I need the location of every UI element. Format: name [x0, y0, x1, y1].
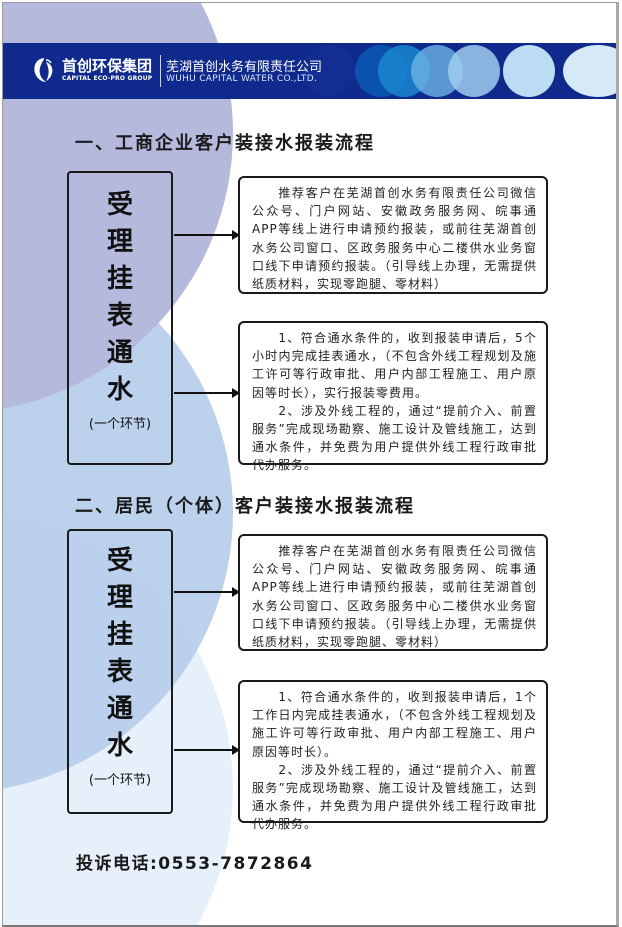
header-dot: [448, 45, 500, 97]
stage-char: 水: [106, 731, 133, 761]
stage-char: 受: [106, 546, 133, 576]
arrow-right-icon: [174, 587, 240, 597]
brand-name-en: CAPITAL ECO-PRO GROUP: [62, 75, 153, 82]
company-name-cn: 芜湖首创水务有限责任公司: [166, 60, 323, 75]
online-apply-text: 推荐客户在芜湖首创水务有限责任公司微信公众号、门户网站、安徽政务服务网、皖事通A…: [252, 544, 537, 650]
arrow-right-icon: [174, 230, 240, 240]
section-title-business: 一、工商企业客户装接水报装流程: [75, 133, 375, 154]
stage-char: 水: [106, 375, 133, 405]
online-apply-text: 推荐客户在芜湖首创水务有限责任公司微信公众号、门户网站、安徽政务服务网、皖事通A…: [252, 186, 537, 292]
stage-char: 理: [106, 583, 133, 613]
stage-char: 理: [106, 227, 133, 257]
arrow-right-icon: [174, 388, 240, 398]
complaint-phone: 投诉电话:0553-7872864: [76, 854, 314, 874]
stage-note: (一个环节): [88, 773, 152, 788]
stage-char: 通: [106, 338, 133, 368]
connection-rules-box-business: 1、符合通水条件的，收到报装申请后，5个小时内完成挂表通水，（不包含外线工程规划…: [238, 321, 548, 472]
header-dot: [503, 45, 555, 97]
section-title-resident: 二、居民（个体）客户装接水报装流程: [75, 496, 415, 517]
stage-box-resident: 受 理 挂 表 通 水 (一个环节): [67, 529, 173, 814]
stage-char: 受: [106, 190, 133, 220]
connection-rules-box-resident: 1、符合通水条件的，收到报装申请后，1个工作日内完成挂表通水，（不包含外线工程规…: [238, 680, 548, 831]
stage-note: (一个环节): [88, 417, 152, 432]
company-name-en: WUHU CAPITAL WATER CO.,LTD.: [166, 74, 318, 84]
stage-char: 表: [106, 657, 133, 687]
stage-char: 表: [106, 301, 133, 331]
brand-divider: [160, 55, 161, 87]
brand-name-cn: 首创环保集团: [62, 57, 153, 75]
rule-2-text: 2、涉及外线工程的，通过“提前介入、前置服务”完成现场勘察、施工设计及管线施工，…: [252, 762, 537, 832]
header-dot: [303, 45, 355, 97]
rule-1-text: 1、符合通水条件的，收到报装申请后，1个工作日内完成挂表通水，（不包含外线工程规…: [252, 690, 537, 759]
stage-char: 挂: [106, 620, 133, 650]
header-dot: [563, 45, 616, 97]
rule-2-text: 2、涉及外线工程的，通过“提前介入、前置服务”完成现场勘察、施工设计及管线施工，…: [252, 403, 537, 473]
arrow-right-icon: [174, 745, 240, 755]
online-apply-box-business: 推荐客户在芜湖首创水务有限责任公司微信公众号、门户网站、安徽政务服务网、皖事通A…: [238, 176, 548, 294]
capital-swirl-logo-icon: [34, 58, 53, 82]
stage-char: 挂: [106, 264, 133, 294]
stage-box-business: 受 理 挂 表 通 水 (一个环节): [67, 171, 173, 465]
stage-char: 通: [106, 694, 133, 724]
online-apply-box-resident: 推荐客户在芜湖首创水务有限责任公司微信公众号、门户网站、安徽政务服务网、皖事通A…: [238, 534, 548, 651]
rule-1-text: 1、符合通水条件的，收到报装申请后，5个小时内完成挂表通水，（不包含外线工程规划…: [252, 331, 537, 400]
